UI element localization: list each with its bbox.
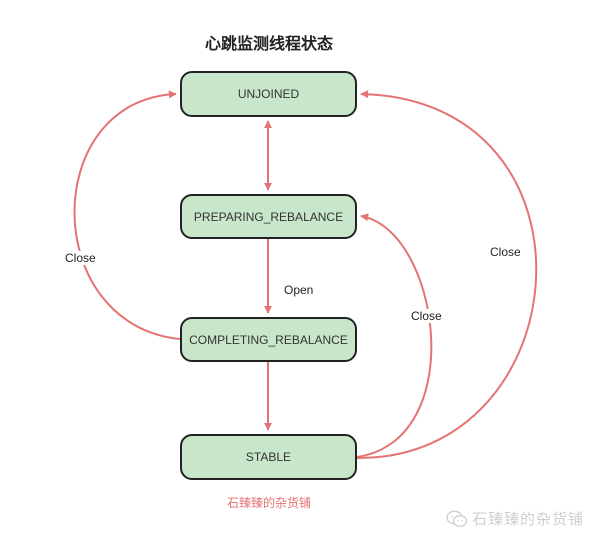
edge-stable-unjoined [356,90,538,460]
watermark: 石臻臻的杂货铺 [446,508,584,529]
watermark-text: 石臻臻的杂货铺 [471,510,584,528]
edge-label-close-outer: Close [489,245,522,259]
edge-label-open: Open [283,283,315,297]
edge-label-close-inner: Close [410,309,443,323]
state-stable: STABLE [180,434,357,480]
state-preparing-rebalance: PREPARING_REBALANCE [180,194,357,239]
state-completing-rebalance: COMPLETING_REBALANCE [180,317,357,362]
state-unjoined: UNJOINED [180,71,357,117]
wechat-icon [446,510,468,527]
source-note: 石臻臻的杂货铺 [226,496,311,510]
edge-stable-preparing [356,213,433,458]
edge-completing-unjoined [73,90,181,340]
diagram-title: 心跳监测线程状态 [204,34,333,53]
edge-label-close-left: Close [64,251,97,265]
